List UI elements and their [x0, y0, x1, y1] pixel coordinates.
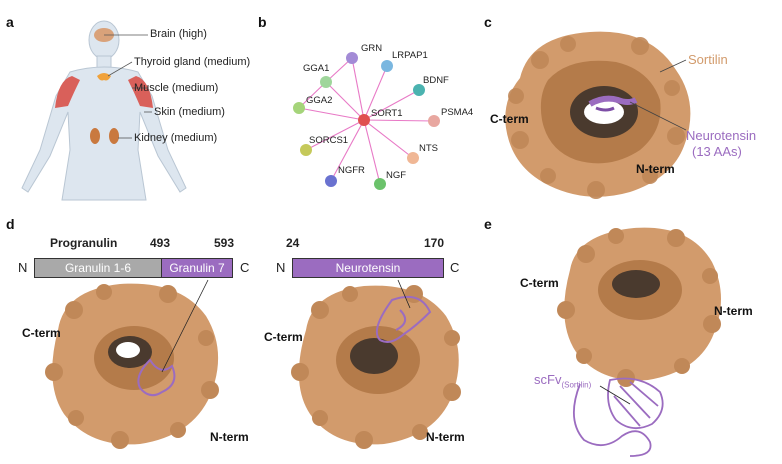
progranulin-c-label: C — [240, 260, 250, 275]
neurotensin-pos-170: 170 — [424, 236, 445, 250]
sortilin-label: Sortilin — [688, 52, 728, 67]
panel-letter-e: e — [484, 216, 492, 232]
organ-label-thyroid: Thyroid gland (medium) — [134, 56, 251, 68]
scfv-ribbon — [573, 377, 664, 457]
organ-label-skin: Skin (medium) — [154, 106, 225, 118]
panel-letter-d: d — [6, 216, 15, 232]
panel-letter-a: a — [6, 14, 14, 30]
node-label-ngf: NGF — [386, 170, 407, 181]
neurotensin-c-label: C — [450, 260, 460, 275]
node-label-grn: GRN — [361, 43, 383, 54]
neurotensin-ribbon — [376, 296, 432, 343]
node-ngf — [374, 178, 386, 190]
progranulin-pos-493: 493 — [150, 236, 171, 250]
organ-label-kidney: Kidney (medium) — [134, 132, 218, 144]
panel-letter-c: c — [484, 14, 492, 30]
node-label-gga2: GGA2 — [306, 95, 333, 106]
granulin-7-ribbon — [137, 358, 176, 397]
node-label-ngfr: NGFR — [338, 165, 365, 176]
node-sorcs1 — [300, 144, 312, 156]
neurotensin-peptide — [588, 95, 638, 107]
node-label-sorcs1: SORCS1 — [309, 135, 349, 146]
neurotensin-n-label: N — [276, 260, 286, 275]
kidney-right — [109, 128, 119, 144]
muscle-right — [128, 76, 153, 108]
scfv-label-sub: (Sortilin) — [561, 380, 592, 390]
node-bdnf — [413, 84, 425, 96]
scfv-label-main: scFv — [534, 372, 562, 387]
neurotensin-label-c: Neurotensin — [686, 128, 757, 143]
node-nts — [407, 152, 419, 164]
node-label-sort1: SORT1 — [371, 108, 403, 119]
node-label-nts: NTS — [419, 143, 438, 154]
node-grn — [346, 52, 358, 64]
cterm-label-c: C-term — [490, 112, 529, 126]
nterm-label-d-right: N-term — [426, 430, 465, 444]
neurotensin-aa-label: (13 AAs) — [692, 144, 742, 159]
node-ngfr — [325, 175, 337, 187]
node-label-gga1: GGA1 — [303, 63, 330, 74]
neurotensin-pos-24: 24 — [286, 236, 300, 250]
progranulin-n-label: N — [18, 260, 28, 275]
panel-letter-b: b — [258, 14, 267, 30]
nterm-label-e: N-term — [714, 304, 753, 318]
progranulin-pos-593: 593 — [214, 236, 235, 250]
scfv-label: scFv(Sortilin) — [534, 372, 591, 390]
node-sort1 — [358, 114, 370, 126]
granulin-7-segment: Granulin 7 — [161, 258, 233, 278]
organ-label-muscle: Muscle (medium) — [134, 82, 219, 94]
node-label-bdnf: BDNF — [423, 75, 449, 86]
nterm-label-d-left: N-term — [210, 430, 249, 444]
cterm-label-d-right: C-term — [264, 330, 303, 344]
cterm-label-d-left: C-term — [22, 326, 61, 340]
cterm-label-e: C-term — [520, 276, 559, 290]
organ-label-brain: Brain (high) — [150, 28, 207, 40]
kidney-left — [90, 128, 100, 144]
progranulin-title: Progranulin — [50, 236, 118, 250]
muscle-left — [55, 76, 80, 108]
neurotensin-segment: Neurotensin — [292, 258, 444, 278]
node-psma4 — [428, 115, 440, 127]
node-label-psma4: PSMA4 — [441, 107, 474, 118]
node-gga1 — [320, 76, 332, 88]
nterm-label-c: N-term — [636, 162, 675, 176]
thyroid-organ — [97, 73, 111, 81]
node-label-lrpap1: LRPAP1 — [392, 50, 428, 61]
node-gga2 — [293, 102, 305, 114]
granulin-1-6-segment: Granulin 1-6 — [34, 258, 162, 278]
node-lrpap1 — [381, 60, 393, 72]
